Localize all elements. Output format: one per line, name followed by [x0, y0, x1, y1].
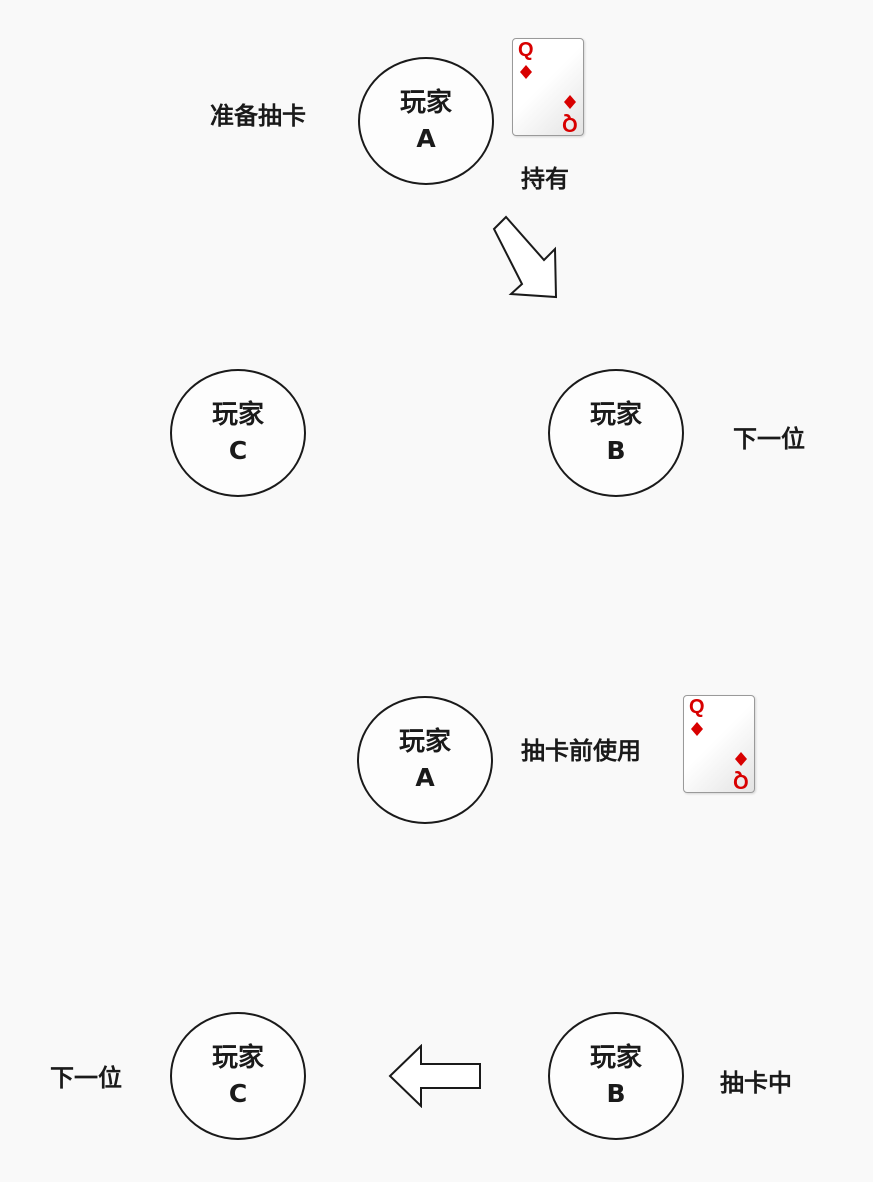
- left-arrow-icon: [388, 1044, 481, 1108]
- player-letter: C: [228, 1079, 248, 1108]
- label-drawing: 抽卡中: [720, 1069, 792, 1097]
- diamond-icon: [691, 722, 703, 736]
- player-letter: B: [606, 1079, 626, 1108]
- label-ready-to-draw: 准备抽卡: [210, 102, 306, 130]
- player-a-scene2: 玩家 A: [357, 696, 493, 824]
- card-rank: Q: [689, 696, 705, 718]
- player-letter: A: [415, 763, 435, 792]
- label-next-player: 下一位: [50, 1064, 122, 1092]
- player-name: 玩家: [399, 88, 452, 118]
- player-a-scene1: 玩家 A: [358, 57, 494, 185]
- diamond-icon: [735, 752, 747, 766]
- player-name: 玩家: [589, 400, 642, 430]
- card-rank-inverted: Q: [562, 113, 578, 135]
- card-rank-inverted: Q: [733, 770, 749, 792]
- player-name: 玩家: [589, 1043, 642, 1073]
- diamond-icon: [520, 65, 532, 79]
- card-rank: Q: [518, 39, 534, 61]
- player-c-scene2: 玩家 C: [170, 1012, 306, 1140]
- player-letter: B: [606, 436, 626, 465]
- queen-of-diamonds-card: Q Q: [512, 38, 584, 136]
- label-holding: 持有: [521, 165, 569, 193]
- label-use-before-draw: 抽卡前使用: [521, 737, 641, 765]
- player-b-scene1: 玩家 B: [548, 369, 684, 497]
- player-name: 玩家: [211, 400, 264, 430]
- queen-of-diamonds-card: Q Q: [683, 695, 755, 793]
- player-name: 玩家: [398, 727, 451, 757]
- diamond-icon: [564, 95, 576, 109]
- label-next-player: 下一位: [733, 425, 805, 453]
- player-name: 玩家: [211, 1043, 264, 1073]
- player-c-scene1: 玩家 C: [170, 369, 306, 497]
- diagonal-arrow-icon: [492, 215, 558, 299]
- player-letter: A: [416, 124, 436, 153]
- player-letter: C: [228, 436, 248, 465]
- player-b-scene2: 玩家 B: [548, 1012, 684, 1140]
